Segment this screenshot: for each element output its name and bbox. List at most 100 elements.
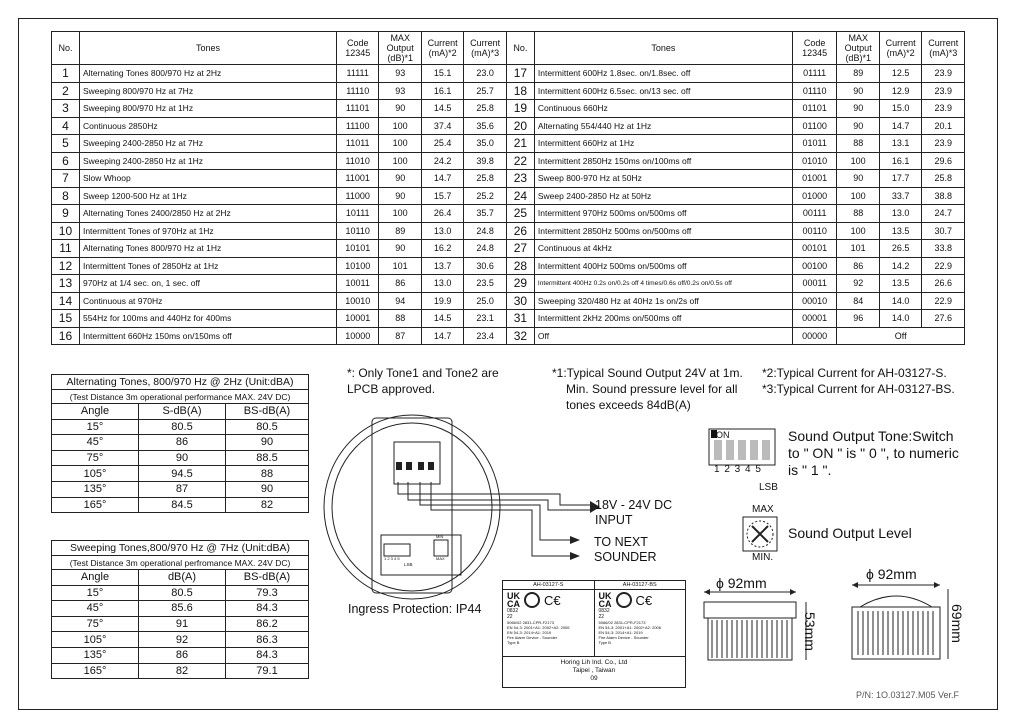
table-cell: 554Hz for 100ms and 440Hz for 400ms [78,309,337,328]
table-cell: 25.8 [463,169,507,188]
table-cell: 14.0 [878,291,923,310]
table-cell: 14.5 [420,99,465,118]
table-cell: 19.9 [420,291,465,310]
table-cell: 11010 [335,151,380,170]
table-cell: 91 [138,615,226,633]
table-cell: 29 [505,274,535,293]
table-cell: 87 [378,326,422,345]
header-code: Code 12345 [791,31,838,65]
table-cell: 14.7 [420,169,465,188]
table-cell: 93 [378,64,422,83]
diameter-label-1: ϕ 92mm [716,575,767,591]
table-cell: 23.9 [921,81,965,100]
table-cell: 80.5 [138,584,226,602]
table-cell: Intermittent 600Hz 6.5sec. on/13 sec. of… [533,81,793,100]
table-cell: 12 [51,256,80,275]
table-cell: 28 [505,256,535,275]
table-cell: 29.6 [921,151,965,170]
table-cell: 10100 [335,256,380,275]
table-cell: 13.5 [878,274,923,293]
table-cell: 84.3 [225,646,309,664]
switch-desc-line1: Sound Output Tone:Switch [788,428,954,444]
table-cell: 26.6 [921,274,965,293]
ingress-protection-label: Ingress Protection: IP44 [348,602,482,616]
board-min-label: MIN [436,534,444,539]
table-cell: 01101 [791,99,838,118]
table-cell: 13.7 [420,256,465,275]
cert-maker: Horing Lih Ind. Co., Ltd Taipei , Taiwan… [560,659,628,682]
table-cell: 96 [836,309,880,328]
sweep-table-title: Sweeping Tones,800/970 Hz @ 7Hz (Unit:dB… [51,540,309,556]
table-cell: Sweep 1200-500 Hz at 1Hz [78,186,337,205]
power-input-line2: INPUT [595,513,633,527]
table-cell: 11101 [335,99,380,118]
table-cell: Off [533,326,793,345]
table-cell: 37.4 [420,116,465,135]
table-cell: 33.7 [878,186,923,205]
table-cell: 90 [836,116,880,135]
table-cell: 30.7 [921,221,965,240]
table-cell: 24.2 [420,151,465,170]
table-cell: 24.8 [463,239,507,258]
header-max-output: MAX Output (dB)*1 [836,31,880,65]
table-cell: Intermittent 660Hz 150ms on/150ms off [78,326,337,345]
table-cell: 86 [836,256,880,275]
lpcb-logo-icon [615,592,632,608]
table-cell: 13.0 [420,221,465,240]
table-cell: 20 [505,116,535,135]
header-tones: Tones [78,31,337,65]
sweep-col-b: BS-dB(A) [225,569,309,586]
next-sounder-line2: SOUNDER [594,550,657,564]
table-cell: 26.5 [878,239,923,258]
dip-lsb-label: LSB [759,482,778,493]
table-cell: 13.0 [878,204,923,223]
table-cell: 13.5 [878,221,923,240]
table-cell: 1 [51,64,80,83]
table-cell: Sweeping 320/480 Hz at 40Hz 1s on/2s off [533,291,793,310]
table-cell: 94.5 [138,465,226,482]
table-cell: 105° [51,631,139,648]
table-cell: Continuous at 4kHz [533,239,793,258]
table-cell: 89 [378,221,422,240]
table-cell: 15 [51,309,80,328]
table-cell: 6 [51,151,80,170]
table-cell: Continuous at 970Hz [78,291,337,310]
table-cell: 14.7 [420,326,465,345]
board-switch-numbers: 1 2 3 4 5 [384,556,400,561]
tone-table-header: No. Tones Code 12345 MAX Output (dB)*1 C… [51,31,965,65]
table-cell: 90 [225,434,309,451]
table-cell: 25.2 [463,186,507,205]
note-1: *1:Typical Sound Output 24V at 1m. Min. … [552,365,752,413]
table-cell: 15° [51,584,139,602]
note-1-line1: *1:Typical Sound Output 24V at 1m. [552,366,743,380]
table-cell: 100 [378,151,422,170]
lpcb-logo-icon [524,592,540,608]
table-cell: 82 [225,496,309,514]
table-cell: 14 [51,291,80,310]
table-cell: 01111 [791,64,838,83]
table-cell: 90 [836,169,880,188]
note-3: *3:Typical Current for AH-03127-BS. [762,382,955,396]
sweep-col-angle: Angle [51,569,139,586]
table-cell: 00000 [791,326,838,345]
table-cell: 90 [378,169,422,188]
table-cell: 3 [51,99,80,118]
table-cell: 84 [836,291,880,310]
table-cell: 18 [505,81,535,100]
alt-col-b: BS-dB(A) [225,403,309,420]
table-cell: 25 [505,204,535,223]
table-cell: 10010 [335,291,380,310]
note-1-line2: Min. Sound pressure level for all [566,382,738,396]
ukca-mark: UK [598,591,612,601]
table-cell: Off [836,326,965,345]
table-cell: 84.3 [225,600,309,617]
table-cell: 01010 [791,151,838,170]
table-cell: 101 [836,239,880,258]
table-cell: Intermittent 400Hz 500ms on/500ms off [533,256,793,275]
